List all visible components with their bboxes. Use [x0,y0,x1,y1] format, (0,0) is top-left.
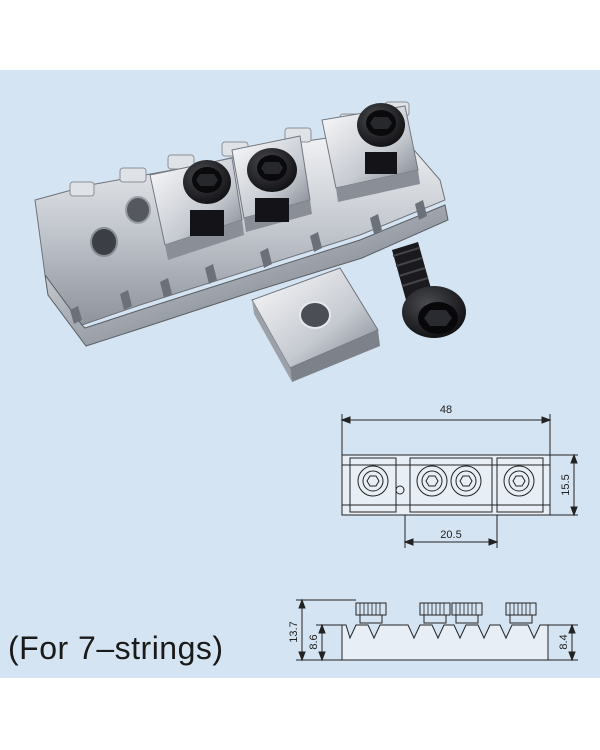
screw-1 [183,160,231,236]
loose-screw [392,242,466,338]
caption-text: (For 7–strings) [8,630,224,666]
side-view-drawing [296,598,578,662]
dim-width-label: 48 [440,404,452,416]
loose-clamp-plate [251,267,380,382]
dim-spacing-label: 20.5 [440,529,461,541]
dim-total-height-label: 13.7 [288,621,300,642]
dim-right-height-label: 8.4 [558,634,570,649]
screw-2 [247,148,297,222]
top-view-drawing [340,414,578,548]
dim-height-label: 15.5 [560,474,572,495]
technical-drawings: 48 15.5 20.5 [288,404,578,662]
dim-left-height-label: 8.6 [308,634,320,649]
product-photo [34,101,466,382]
screw-3 [357,103,405,174]
product-panel: 48 15.5 20.5 [0,70,600,678]
